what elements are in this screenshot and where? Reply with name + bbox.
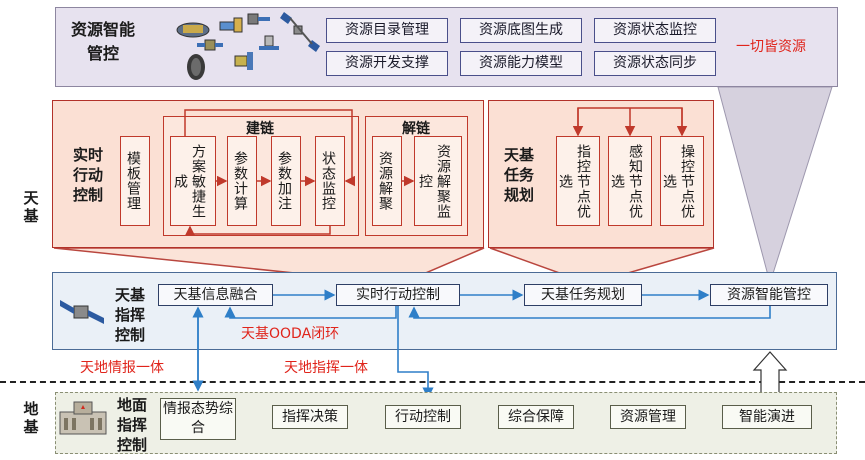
resource-management-box: 资源管理 [610, 405, 686, 429]
command-title: 天基 指挥 控制 [114, 286, 145, 344]
intel-integration-label: 天地情报一体 [80, 360, 164, 376]
resource-catalog-box: 资源目录管理 [326, 18, 448, 43]
space-based-label: 天基 [23, 189, 39, 225]
command-integration-label: 天地指挥一体 [284, 360, 368, 376]
param-calc-box: 参数计算 [227, 136, 257, 226]
param-inject-box: 参数加注 [271, 136, 301, 226]
command-decision-box: 指挥决策 [272, 405, 348, 429]
ground-title: 地面 指挥 控制 [116, 396, 147, 454]
resource-slogan: 一切皆资源 [736, 39, 806, 55]
resource-status-sync-box: 资源状态同步 [594, 51, 716, 76]
resource-panel-title: 资源智能 管控 [70, 20, 135, 63]
template-management-box: 模板管理 [120, 136, 150, 226]
intel-situation-box: 情报态势综合 [160, 398, 236, 440]
comprehensive-support-box: 综合保障 [498, 405, 574, 429]
action-control-box: 行动控制 [385, 405, 461, 429]
ground-based-label: 地基 [23, 400, 39, 436]
space-ground-divider [0, 381, 865, 383]
ooda-loop-label: 天基OODA闭环 [241, 326, 340, 342]
realtime-title: 实时 行动 控制 [72, 146, 103, 204]
resource-release-monitor-box: 资源解聚监控 [414, 136, 462, 226]
resource-control-box: 资源智能管控 [710, 284, 828, 306]
release-link-label: 解链 [402, 121, 430, 137]
resource-capability-box: 资源能力模型 [460, 51, 582, 76]
mission-planning-box: 天基任务规划 [524, 284, 642, 306]
resource-release-box: 资源解聚 [372, 136, 402, 226]
plan-generation-box: 方案敏捷生成 [170, 136, 216, 226]
control-node-box: 操控节点优选 [660, 136, 704, 226]
resource-dev-support-box: 资源开发支撑 [326, 51, 448, 76]
mission-title: 天基 任务 规划 [503, 146, 534, 204]
realtime-action-box: 实时行动控制 [336, 284, 460, 306]
resource-basemap-box: 资源底图生成 [460, 18, 582, 43]
resource-status-monitor-box: 资源状态监控 [594, 18, 716, 43]
command-node-box: 指控节点优选 [556, 136, 600, 226]
status-monitor-box: 状态监控 [315, 136, 345, 226]
intelligent-evolution-box: 智能演进 [722, 405, 812, 429]
info-fusion-box: 天基信息融合 [158, 284, 273, 306]
sensing-node-box: 感知节点优选 [608, 136, 652, 226]
build-link-label: 建链 [246, 121, 274, 137]
